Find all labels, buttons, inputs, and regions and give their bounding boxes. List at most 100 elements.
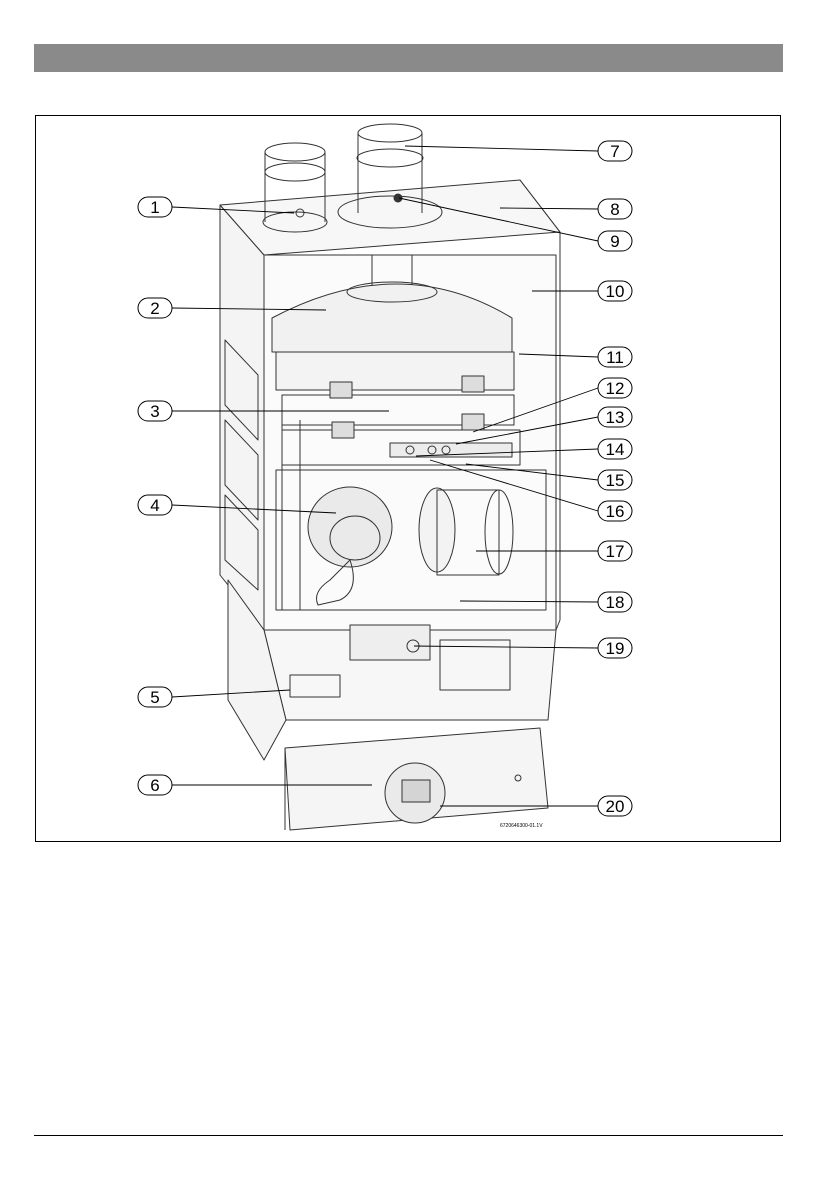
- callout-number: 13: [606, 408, 625, 427]
- mixing-chamber: [436, 489, 500, 576]
- callout-pill: [137, 494, 173, 516]
- callout-8: 8: [597, 198, 633, 220]
- callout-number: 16: [606, 502, 625, 521]
- callout-pill: [137, 297, 173, 319]
- callout-pill: [597, 469, 633, 491]
- callout-number: 8: [610, 200, 619, 219]
- footer-rule: [34, 1135, 783, 1136]
- display-screen: [401, 779, 431, 803]
- mixing-end: [484, 489, 514, 575]
- callout-pill: [597, 637, 633, 659]
- fan-inlet: [329, 515, 381, 561]
- callout-1: 1: [137, 196, 173, 218]
- callout-5: 5: [137, 686, 173, 708]
- callout-number: 17: [606, 542, 625, 561]
- figure-reference-code: 6720646300-01.1V: [500, 823, 543, 829]
- callout-number: 10: [606, 282, 625, 301]
- figure-frame: [35, 115, 781, 842]
- fan-housing: [307, 486, 393, 568]
- water-pipe-left: [281, 420, 301, 610]
- callout-pill: [597, 230, 633, 252]
- callout-pill: [597, 346, 633, 368]
- flue-right-probe: [393, 193, 403, 203]
- callout-number: 1: [150, 198, 159, 217]
- callout-11: 11: [597, 346, 633, 368]
- callout-20: 20: [597, 795, 633, 817]
- side-vent-1: [224, 339, 259, 441]
- callout-pill: [597, 198, 633, 220]
- callout-13: 13: [597, 406, 633, 428]
- flue-left-top: [264, 142, 326, 162]
- flue-hood: [271, 283, 513, 353]
- flue-right-ring: [356, 148, 424, 168]
- callout-number: 9: [610, 232, 619, 251]
- combustion-chamber: [275, 469, 547, 611]
- callout-number: 18: [606, 593, 625, 612]
- side-vent-2: [224, 419, 259, 521]
- electrode-3: [441, 445, 451, 455]
- fan-outlet: [316, 559, 354, 606]
- callout-number: 7: [610, 142, 619, 161]
- callout-2: 2: [137, 297, 173, 319]
- callout-pill: [137, 686, 173, 708]
- callout-number: 4: [150, 496, 159, 515]
- callout-16: 16: [597, 500, 633, 522]
- callout-pill: [597, 500, 633, 522]
- callout-pill: [137, 400, 173, 422]
- clip-3: [331, 421, 355, 439]
- callout-3: 3: [137, 400, 173, 422]
- callout-pill: [597, 377, 633, 399]
- callout-14: 14: [597, 438, 633, 460]
- callout-7: 7: [597, 140, 633, 162]
- callout-number: 5: [150, 688, 159, 707]
- callout-17: 17: [597, 540, 633, 562]
- flue-right-base: [337, 195, 443, 229]
- water-connector: [289, 674, 341, 698]
- callout-number: 19: [606, 639, 625, 658]
- callout-number: 3: [150, 402, 159, 421]
- leader-lines: [171, 145, 599, 807]
- electrode-2: [427, 445, 437, 455]
- callout-10: 10: [597, 280, 633, 302]
- flue-right-top: [357, 123, 423, 143]
- top-plate: [219, 179, 561, 256]
- callout-9: 9: [597, 230, 633, 252]
- callout-18: 18: [597, 591, 633, 613]
- lower-side: [227, 579, 287, 761]
- heat-exchanger-mid: [281, 394, 515, 426]
- callout-12: 12: [597, 377, 633, 399]
- callout-19: 19: [597, 637, 633, 659]
- callout-pill: [597, 591, 633, 613]
- flue-left-plug: [295, 208, 305, 218]
- callout-pill: [597, 438, 633, 460]
- callout-number: 14: [606, 440, 625, 459]
- callout-number: 6: [150, 776, 159, 795]
- section-header-bar: [34, 44, 783, 72]
- clip-1: [329, 381, 353, 399]
- callout-pill: [137, 774, 173, 796]
- flue-hood-outlet: [346, 281, 438, 303]
- flue-left-ring: [264, 162, 326, 182]
- gas-valve: [349, 624, 431, 661]
- side-panel-left: [219, 204, 265, 631]
- flue-left-walls: [264, 152, 326, 222]
- callout-pill: [597, 540, 633, 562]
- callout-pill: [597, 280, 633, 302]
- control-block: [439, 639, 511, 691]
- clip-2: [461, 375, 485, 393]
- callout-number: 11: [606, 348, 624, 367]
- control-box-screw: [514, 774, 522, 782]
- flue-left-base: [262, 211, 328, 233]
- callout-pill: [597, 140, 633, 162]
- side-vent-3: [224, 494, 259, 591]
- callout-number: 2: [150, 299, 159, 318]
- callout-number: 20: [606, 797, 625, 816]
- clip-4: [461, 413, 485, 431]
- callout-6: 6: [137, 774, 173, 796]
- callout-15: 15: [597, 469, 633, 491]
- callout-4: 4: [137, 494, 173, 516]
- callout-number: 15: [606, 471, 625, 490]
- callout-pill: [597, 795, 633, 817]
